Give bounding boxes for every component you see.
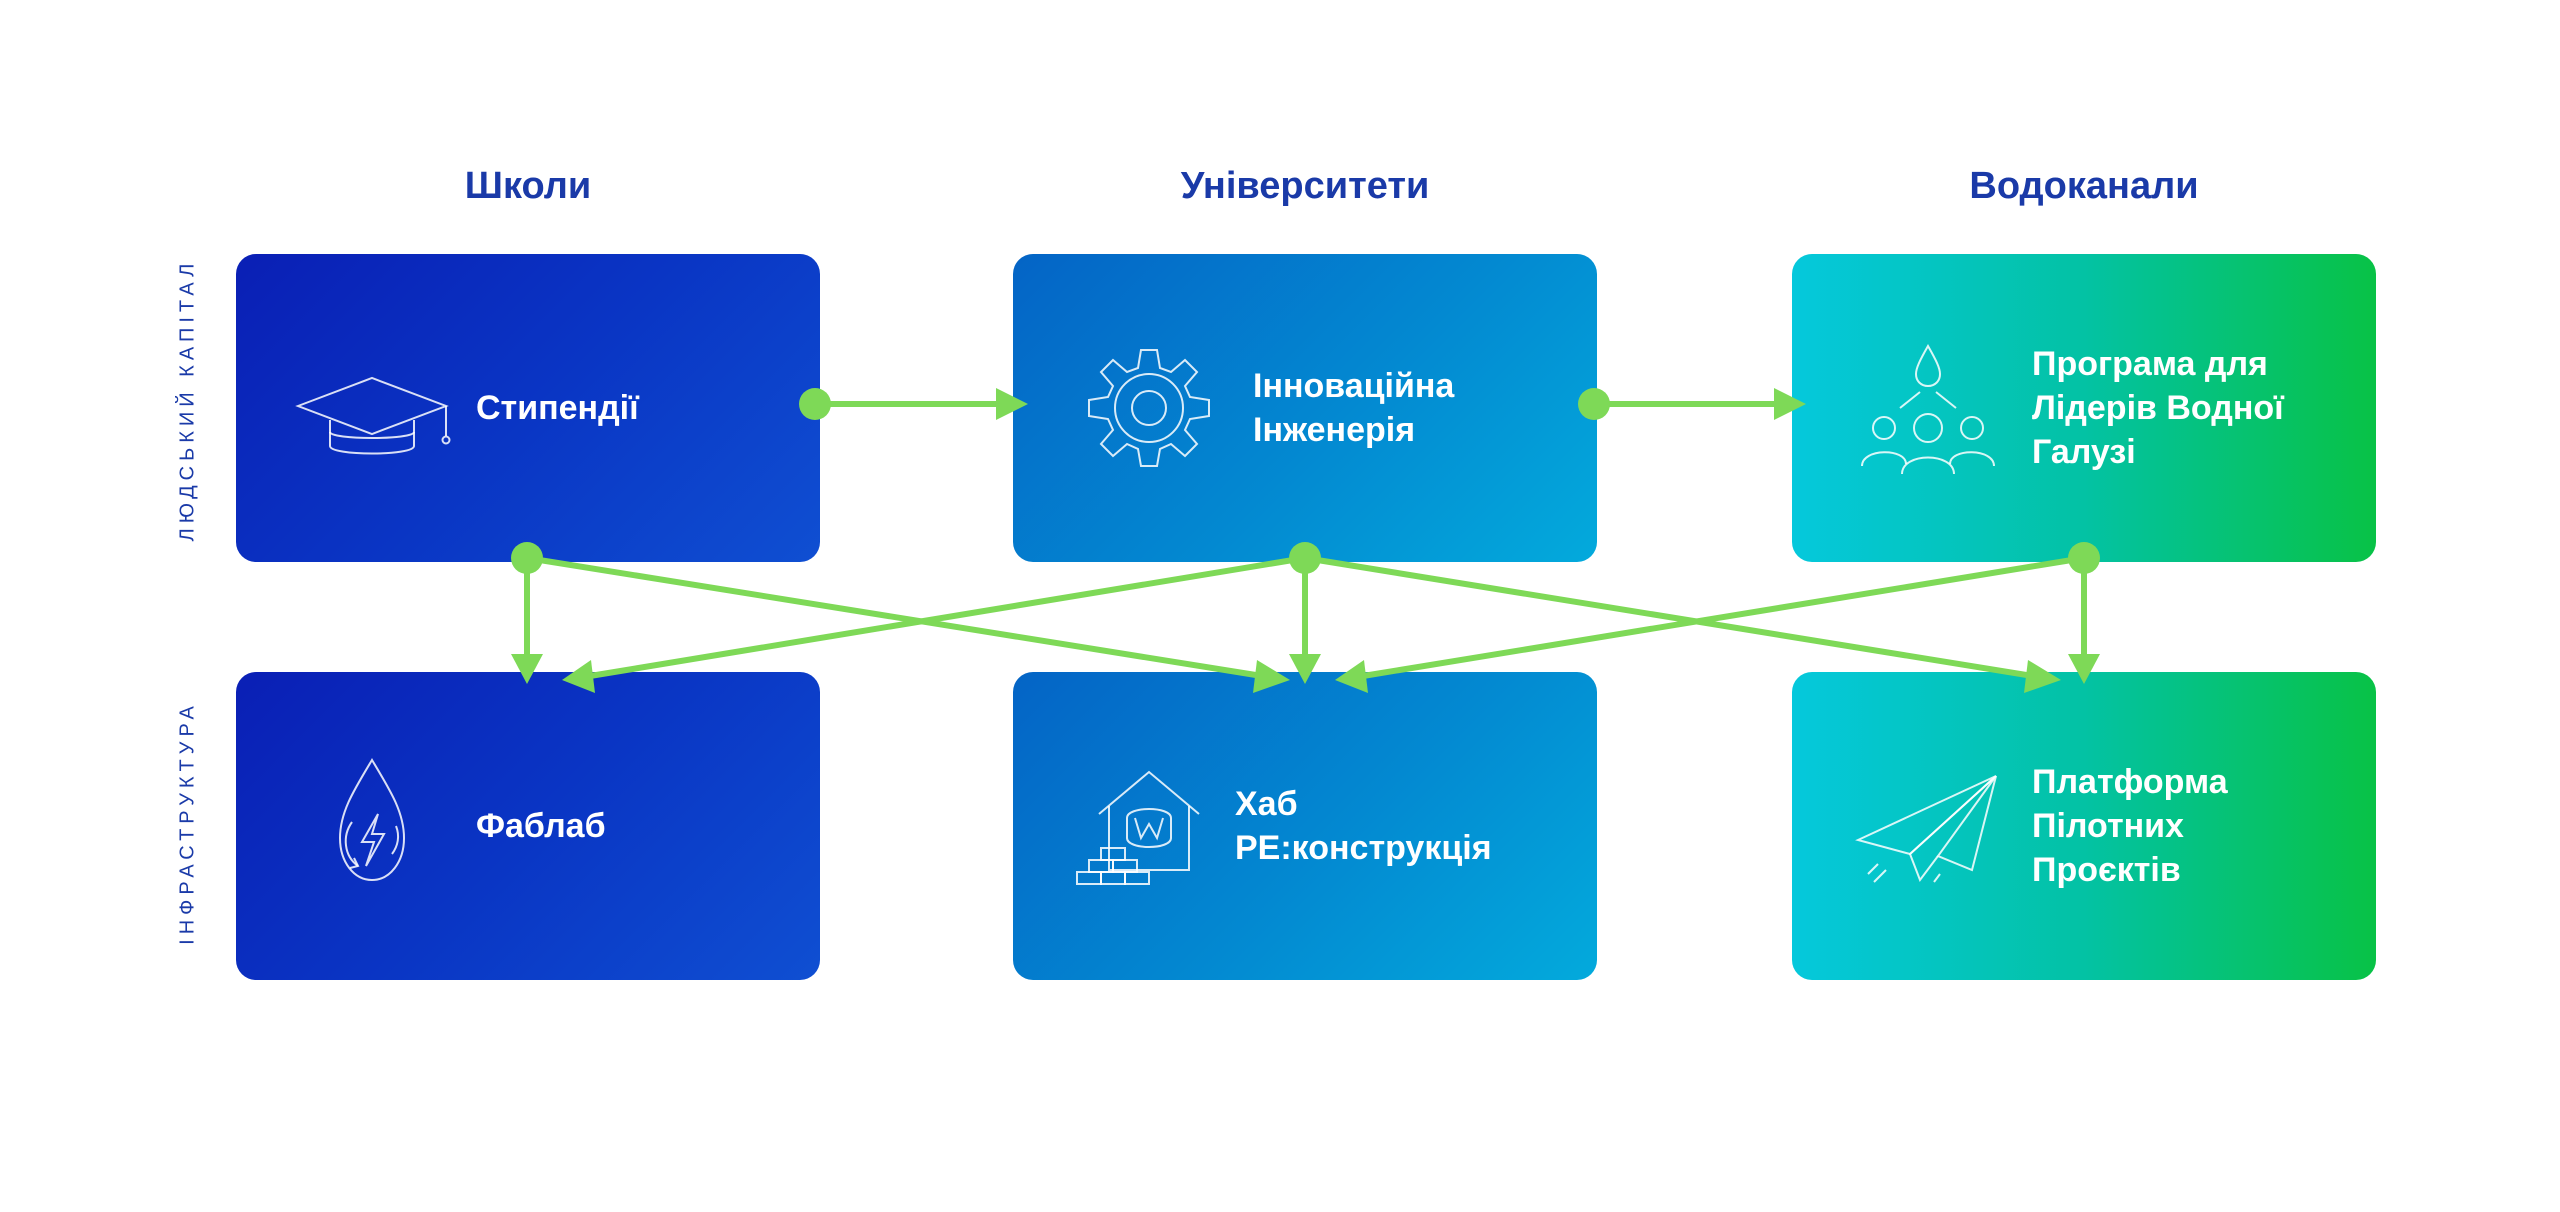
graduation-cap-icon xyxy=(292,328,452,488)
connector-scholarships-to-hub xyxy=(524,555,1265,679)
box-hub: Хаб РЕ:конструкція xyxy=(1013,672,1597,980)
column-title-water-utilities: Водоканали xyxy=(1969,165,2199,207)
house-bricks-icon xyxy=(1069,746,1229,906)
connector-engineering-to-fablab xyxy=(587,555,1308,679)
column-title-universities: Університети xyxy=(1180,165,1430,207)
box-pilot-platform: Платформа Пілотних Проєктів xyxy=(1792,672,2376,980)
box-water-leaders: Програма для Лідерів Водної Галузі xyxy=(1792,254,2376,562)
people-water-drop-icon xyxy=(1848,328,2008,488)
box-fablab: Фаблаб xyxy=(236,672,820,980)
box-label-scholarships: Стипендії xyxy=(476,389,639,427)
box-label-fablab: Фаблаб xyxy=(476,807,606,845)
box-label-hub: Хаб РЕ:конструкція xyxy=(1235,785,1492,867)
row-label-human-capital: ЛЮДСЬКИЙ КАПІТАЛ xyxy=(176,258,199,542)
connector-engineering-to-pilot-platform xyxy=(1302,555,2036,679)
column-title-schools: Школи xyxy=(464,165,592,207)
box-label-water-leaders: Програма для Лідерів Водної Галузі xyxy=(2032,345,2284,471)
box-label-innovative-engineering: Інноваційна Інженерія xyxy=(1253,367,1455,449)
gear-icon xyxy=(1069,328,1229,488)
box-innovative-engineering: Інноваційна Інженерія xyxy=(1013,254,1597,562)
box-label-pilot-platform: Платформа Пілотних Проєктів xyxy=(2032,763,2228,889)
box-scholarships: Стипендії xyxy=(236,254,820,562)
paper-plane-icon xyxy=(1848,746,2008,906)
connector-water-leaders-to-hub xyxy=(1360,555,2087,679)
row-label-infrastructure: ІНФРАСТРУКТУРА xyxy=(176,701,199,945)
water-drop-energy-icon xyxy=(292,746,452,906)
